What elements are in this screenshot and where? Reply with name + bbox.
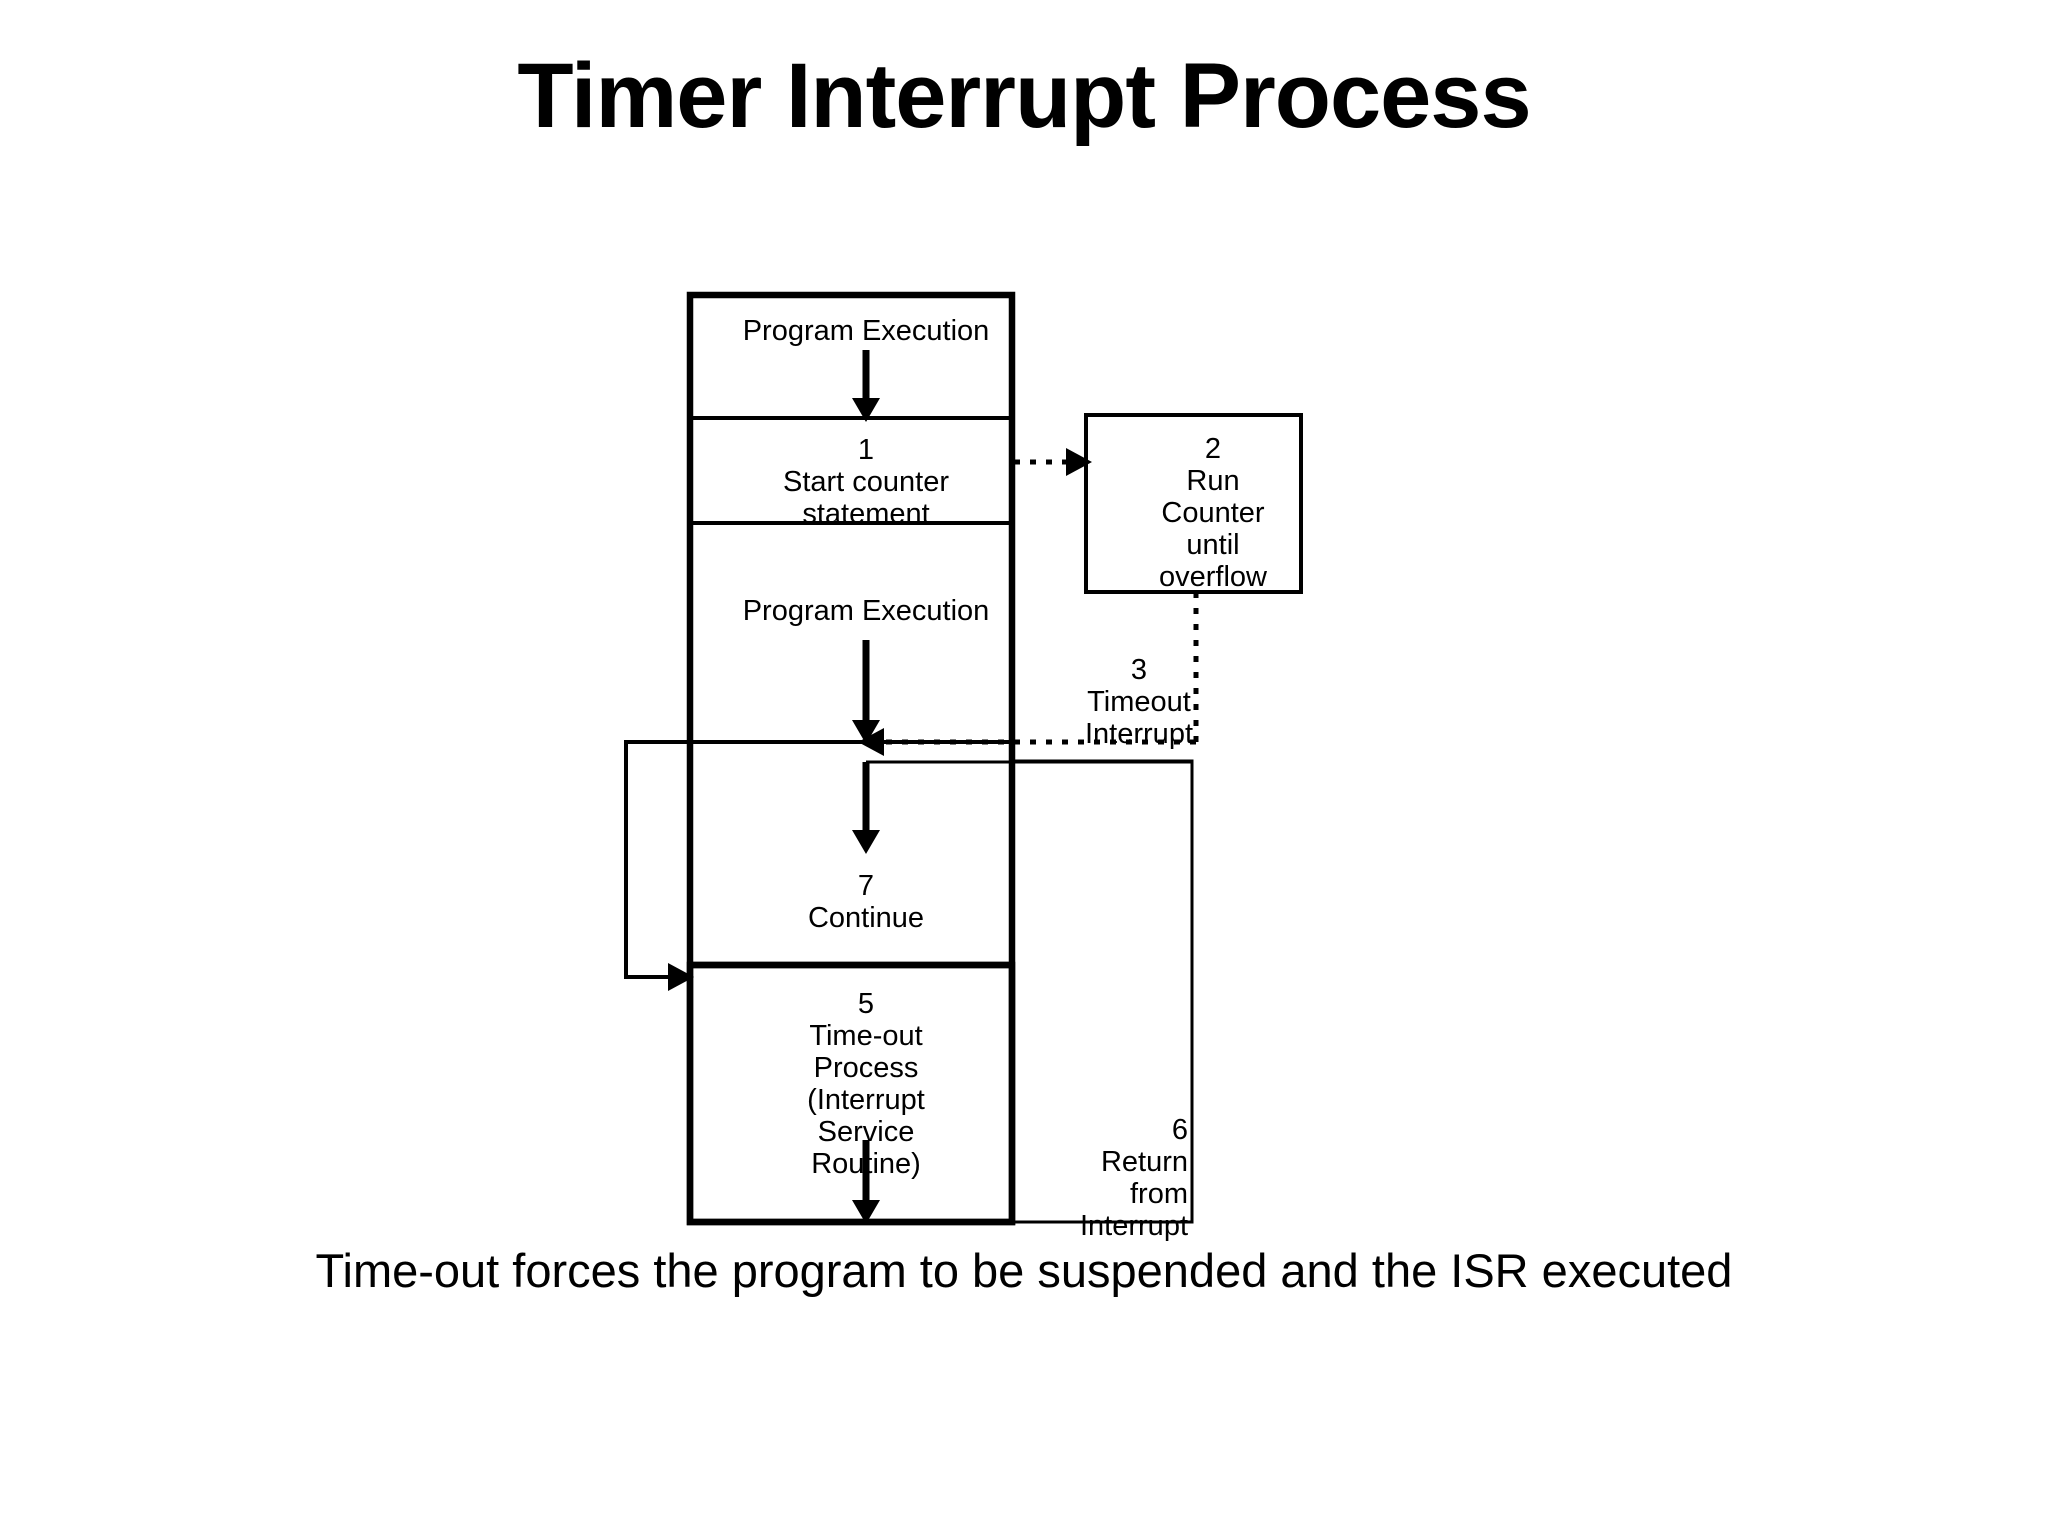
timer-interrupt-diagram: Program Execution 1 Start counter statem… <box>624 291 1303 1242</box>
label-return-from-interrupt-line1: Return <box>1101 1146 1188 1178</box>
label-continue-number: 7 <box>858 870 874 902</box>
label-timeout-process-line2: Process <box>814 1052 919 1084</box>
arrow-head-exec-top <box>852 398 880 422</box>
label-timeout-process-number: 5 <box>858 988 874 1020</box>
arrow-head-to-run-counter <box>1066 448 1092 476</box>
label-timeout-interrupt-number: 3 <box>1131 654 1147 686</box>
label-start-counter-line1: Start counter <box>783 466 949 498</box>
label-return-from-interrupt-line3: Interrupt <box>1080 1210 1188 1242</box>
page-title: Timer Interrupt Process <box>517 45 1531 147</box>
label-run-counter-number: 2 <box>1205 433 1221 465</box>
label-run-counter-line3: until <box>1186 529 1239 561</box>
isr-cell-outline <box>686 961 1016 1226</box>
label-timeout-process-line1: Time-out <box>809 1020 922 1052</box>
label-timeout-process-line5: Routine) <box>811 1148 921 1180</box>
label-return-from-interrupt-line2: from <box>1130 1178 1188 1210</box>
label-timeout-process-line4: Service <box>818 1116 915 1148</box>
arrow-head-into-continue <box>852 830 880 854</box>
diagram-svg: Program Execution 1 Start counter statem… <box>624 291 1303 1242</box>
label-run-counter-line1: Run <box>1186 465 1239 497</box>
label-run-counter-line2: Counter <box>1161 497 1265 529</box>
label-start-counter-number: 1 <box>858 434 874 466</box>
arrow-head-exec-mid <box>852 720 880 744</box>
label-timeout-process-line3: (Interrupt <box>807 1084 925 1116</box>
slide-caption: Time-out forces the program to be suspen… <box>315 1244 1733 1297</box>
label-timeout-interrupt-line1: Timeout <box>1087 686 1191 718</box>
label-return-from-interrupt-number: 6 <box>1172 1114 1188 1146</box>
label-continue-line1: Continue <box>808 902 924 934</box>
label-start-counter-line2: statement <box>802 498 929 530</box>
arrow-head-loopback-to-isr <box>668 963 694 991</box>
loopback-to-isr <box>624 740 1010 979</box>
label-timeout-interrupt-line2: Interrupt <box>1085 718 1193 750</box>
label-program-execution-mid: Program Execution <box>743 595 990 627</box>
arrow-head-isr-exit <box>852 1200 880 1224</box>
label-program-execution-top: Program Execution <box>743 315 990 347</box>
label-run-counter-line4: overflow <box>1159 561 1268 593</box>
